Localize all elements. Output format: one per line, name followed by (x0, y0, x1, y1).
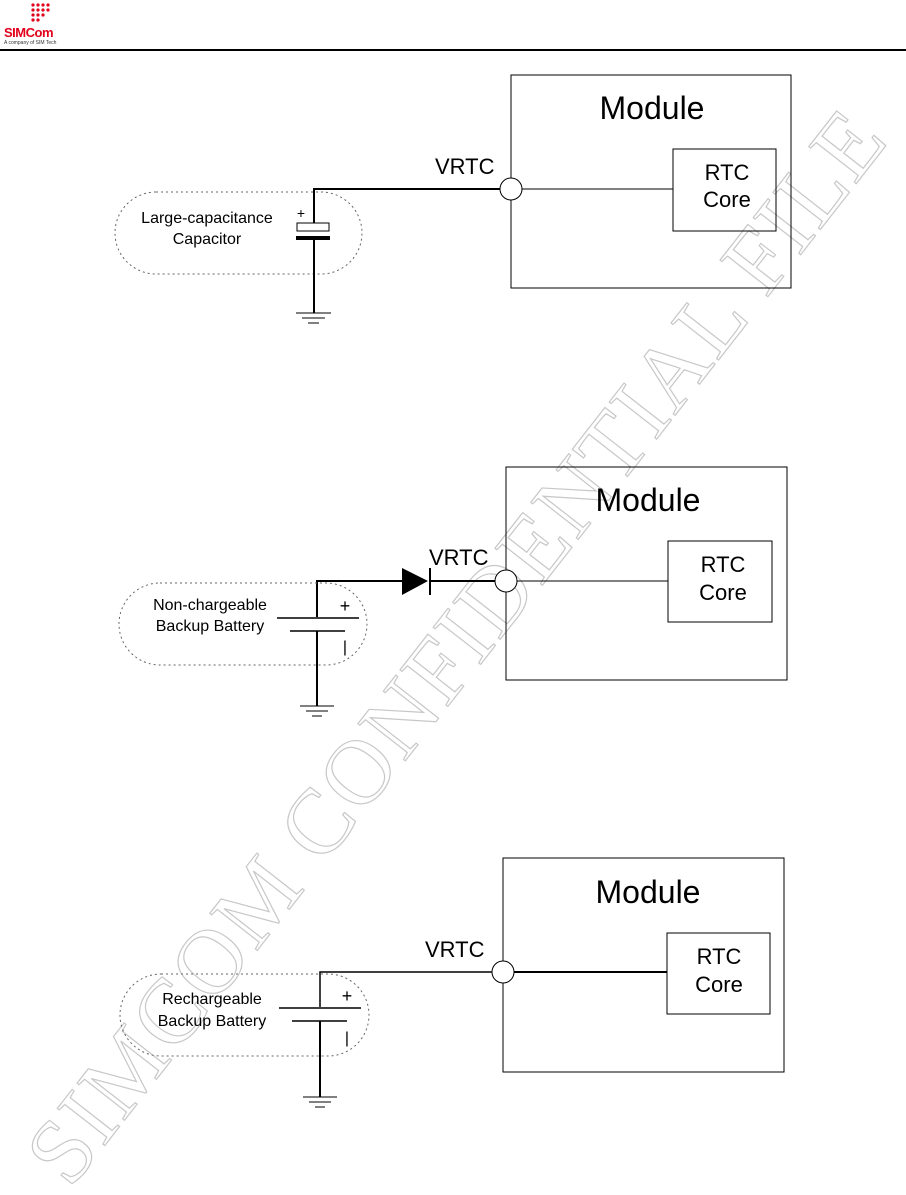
watermark-text: SIMCOM CONFIDENTIAL FILE (5, 89, 906, 1195)
vrtc-pin (492, 961, 514, 983)
source-label-line2: Backup Battery (158, 1013, 267, 1030)
rtc-core-label-line2: Core (703, 187, 751, 212)
source-label-line1: Rechargeable (162, 991, 262, 1008)
supply-wire (317, 581, 402, 617)
vrtc-pin (495, 570, 517, 592)
polarity-plus: + (342, 986, 353, 1006)
source-label-line1: Large-capacitance (141, 210, 273, 227)
diode-icon (402, 568, 428, 595)
rtc-core-label-line1: RTC (697, 944, 742, 969)
rtc-core-label-line1: RTC (701, 552, 746, 577)
vrtc-pin-label: VRTC (429, 545, 489, 570)
module-label: Module (600, 90, 705, 126)
ground-symbol (300, 706, 334, 716)
ground-symbol (303, 1097, 337, 1107)
module-label: Module (596, 482, 701, 518)
watermark: SIMCOM CONFIDENTIAL FILE (5, 89, 906, 1195)
polarity-plus: + (340, 596, 351, 616)
polarity-minus: | (345, 1030, 349, 1047)
polarity-minus: | (343, 639, 347, 656)
source-label-line2: Backup Battery (156, 618, 265, 635)
polarity-plus: + (297, 205, 305, 221)
capacitor-plate-top (297, 223, 329, 231)
source-label-line1: Non-chargeable (153, 597, 267, 614)
rtc-core-label-line1: RTC (705, 160, 750, 185)
vrtc-pin (500, 178, 522, 200)
ground-symbol (296, 313, 331, 323)
rtc-core-label-line2: Core (699, 580, 747, 605)
capacitor-plate-bottom (296, 236, 330, 240)
vrtc-pin-label: VRTC (425, 937, 485, 962)
vrtc-pin-label: VRTC (435, 154, 495, 179)
module-label: Module (596, 874, 701, 910)
rtc-core-label-line2: Core (695, 972, 743, 997)
source-label-line2: Capacitor (173, 231, 242, 248)
supply-wire (314, 189, 500, 223)
